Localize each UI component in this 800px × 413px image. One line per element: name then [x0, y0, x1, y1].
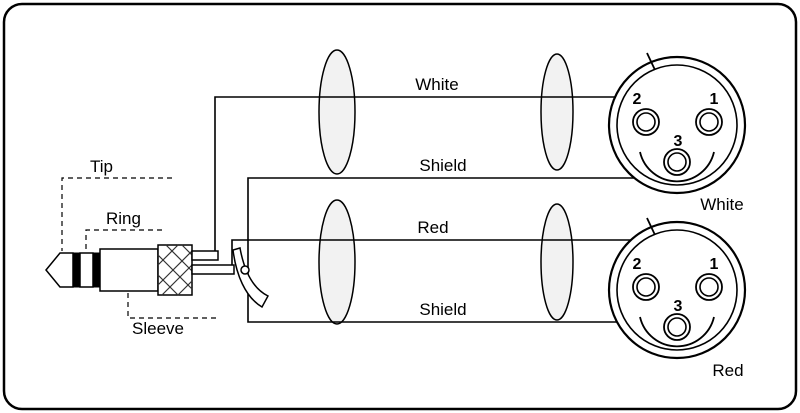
xlr-connector-top: 2 1 3 White — [607, 52, 747, 214]
xlr-bottom-pin3-contact — [667, 317, 687, 337]
xlr-bottom-pin1-contact — [699, 277, 719, 297]
xlr-top-pin1-contact — [699, 112, 719, 132]
xlr-bottom-pin1-number: 1 — [710, 256, 719, 273]
wire-white — [214, 96, 615, 251]
xlr-top-latch-notch — [646, 52, 656, 71]
plug-chuck-hatch — [157, 244, 193, 296]
plug-sleeve-barrel — [99, 248, 159, 292]
wire-label-shield-top: Shield — [419, 156, 466, 175]
xlr-top-pin2-contact — [636, 112, 656, 132]
cable-jacket-bottom-right — [540, 203, 574, 321]
xlr-bottom-pin2-number: 2 — [633, 256, 642, 273]
wire-shield — [247, 177, 634, 323]
xlr-bottom-name: Red — [712, 361, 743, 380]
xlr-top-name: White — [700, 195, 743, 214]
tip-callout-line — [61, 177, 172, 251]
xlr-top-pin2-number: 2 — [633, 91, 642, 108]
xlr-top-polarizing-groove — [639, 151, 715, 183]
xlr-top-insert — [616, 64, 738, 186]
xlr-bottom-pin3-number: 3 — [674, 298, 683, 315]
sleeve-callout-line — [127, 293, 218, 319]
xlr-bottom-insert — [616, 229, 738, 351]
plug-callouts: Tip Ring Sleeve — [61, 157, 218, 338]
xlr-top-pin3-contact — [667, 152, 687, 172]
cable-jacket-top-right — [540, 53, 574, 171]
xlr-top-pin3-number: 3 — [674, 133, 683, 150]
xlr-bottom-polarizing-groove — [639, 316, 715, 348]
trs-plug — [45, 244, 270, 309]
xlr-connector-bottom: 2 1 3 Red — [607, 217, 747, 380]
plug-insulator-band-1 — [72, 252, 81, 288]
plug-lug-hole — [240, 265, 250, 275]
wire-label-white: White — [415, 75, 458, 94]
cable-jacket-bottom-left — [318, 199, 356, 325]
xlr-top-pin1-number: 1 — [710, 91, 719, 108]
cable-jacket-top-left — [318, 49, 356, 175]
xlr-bottom-pin2-contact — [636, 277, 656, 297]
plug-ring-lug — [191, 264, 235, 275]
sleeve-label: Sleeve — [132, 319, 184, 338]
plug-ring-contact — [79, 252, 94, 288]
plug-insulator-band-2 — [92, 252, 101, 288]
ring-label: Ring — [106, 209, 141, 228]
ring-callout-line — [85, 229, 162, 251]
plug-tip-lug — [191, 250, 219, 261]
xlr-bottom-latch-notch — [646, 217, 656, 236]
wire-label-red: Red — [417, 218, 448, 237]
wire-label-shield-bottom: Shield — [419, 300, 466, 319]
tip-label: Tip — [90, 157, 113, 176]
wire-red — [231, 239, 631, 265]
